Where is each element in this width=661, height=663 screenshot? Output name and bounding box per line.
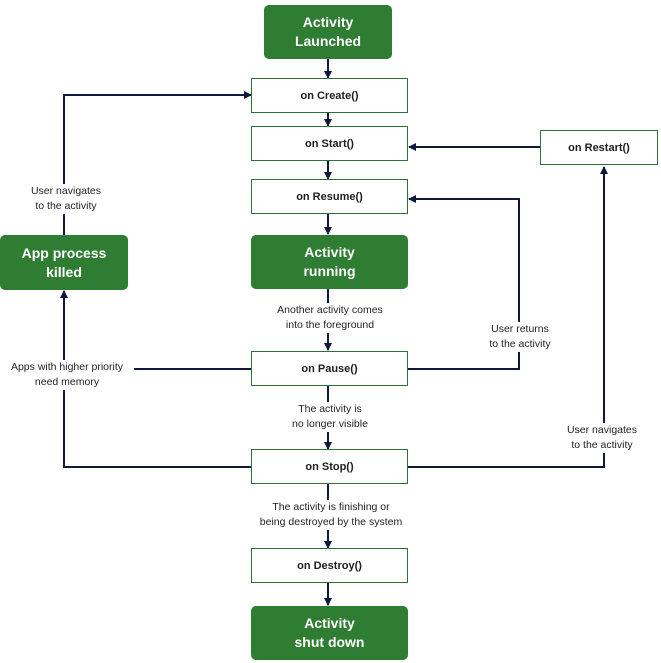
on-start-state: on Start() xyxy=(251,126,408,161)
activity-shut-down-node: Activity shut down xyxy=(251,606,408,660)
activity-running-node: Activity running xyxy=(251,235,408,289)
on-resume-state: on Resume() xyxy=(251,179,408,214)
edge-stop-killed xyxy=(63,369,251,468)
label-memory: Apps with higher priority need memory xyxy=(0,360,134,390)
on-stop-state: on Stop() xyxy=(251,449,408,484)
label-not-visible: The activity is no longer visible xyxy=(272,402,388,432)
on-pause-state: on Pause() xyxy=(251,351,408,386)
edge-stop-restart xyxy=(407,166,608,468)
on-restart-state: on Restart() xyxy=(540,130,658,165)
label-foreground: Another activity comes into the foregrou… xyxy=(258,303,402,333)
label-user-returns: User returns to the activity xyxy=(466,322,574,352)
label-finishing: The activity is finishing or being destr… xyxy=(244,500,418,530)
app-process-killed-node: App process killed xyxy=(0,235,128,290)
on-create-state: on Create() xyxy=(251,78,408,113)
label-navigates-to-restart: User navigates to the activity xyxy=(550,423,654,453)
edge-pause-killed xyxy=(60,290,251,370)
edge-killed-create xyxy=(63,91,252,235)
label-navigates-to-create: User navigates to the activity xyxy=(18,184,114,214)
on-destroy-state: on Destroy() xyxy=(251,548,408,583)
edge-pause-resume xyxy=(407,195,520,370)
activity-launched-node: Activity Launched xyxy=(264,5,392,59)
